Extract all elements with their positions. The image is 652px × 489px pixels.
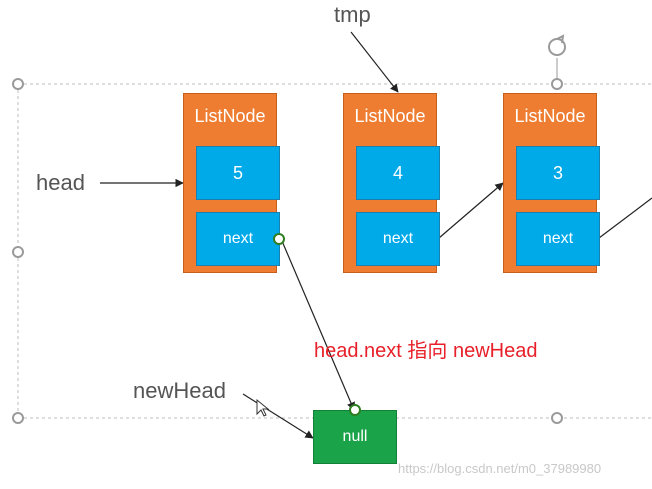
node-next: next: [516, 212, 600, 266]
null-node[interactable]: null: [313, 410, 397, 464]
connector-endpoint-handle[interactable]: [273, 233, 285, 245]
node-value: 4: [356, 146, 440, 200]
selection-handle[interactable]: [551, 78, 563, 90]
newhead-label: newHead: [133, 378, 226, 403]
node-title: ListNode: [514, 106, 586, 126]
mouse-cursor-icon: [256, 398, 270, 417]
list-node-1[interactable]: ListNode 5 next: [183, 93, 280, 273]
selection-handle[interactable]: [12, 412, 24, 424]
tmp-arrow: [350, 31, 399, 93]
rotate-handle-icon[interactable]: [548, 34, 566, 56]
annotation-text: head.next 指向 newHead: [314, 340, 538, 362]
head-label: head: [36, 170, 85, 195]
selection-handle[interactable]: [12, 78, 24, 90]
connector-endpoint-handle[interactable]: [349, 404, 361, 416]
node-value: 5: [196, 146, 280, 200]
next-arrow-3-out: [598, 197, 652, 239]
node-next: next: [196, 212, 280, 266]
list-node-2[interactable]: ListNode 4 next: [343, 93, 440, 273]
tmp-label: tmp: [334, 2, 371, 27]
node-title: ListNode: [354, 106, 426, 126]
next-arrow-4-to-3: [438, 182, 504, 239]
node-value: 3: [516, 146, 600, 200]
node-next: next: [356, 212, 440, 266]
next-arrow-5-to-null: [281, 240, 355, 411]
node-title: ListNode: [194, 106, 266, 126]
list-node-3[interactable]: ListNode 3 next: [503, 93, 600, 273]
selection-handle[interactable]: [12, 246, 24, 258]
selection-handle[interactable]: [551, 412, 563, 424]
newhead-arrow: [242, 393, 314, 439]
watermark-text: https://blog.csdn.net/m0_37989980: [398, 461, 602, 476]
